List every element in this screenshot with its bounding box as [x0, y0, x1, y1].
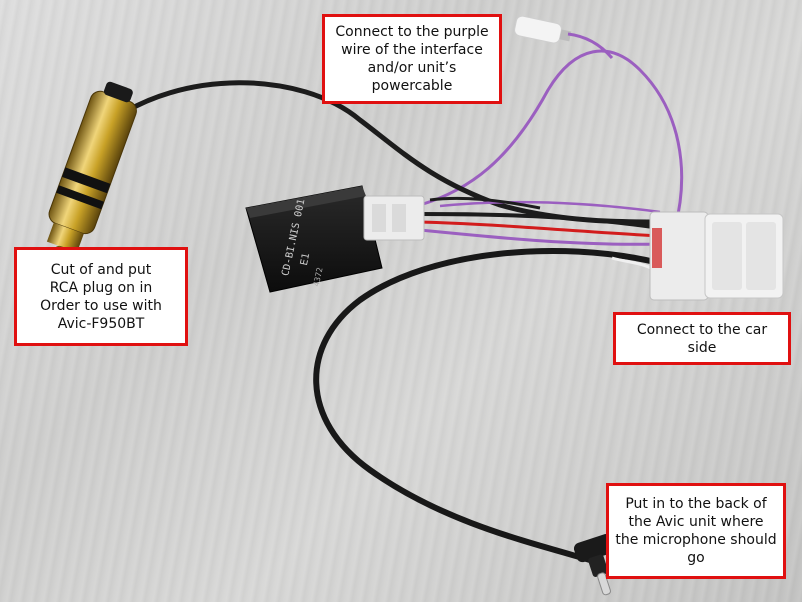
callout-purple-wire: Connect to the purple wire of the interf…: [322, 14, 502, 104]
interface-module: [245, 185, 425, 293]
callout-rca-plug: Cut of and put RCA plug on in Order to u…: [14, 247, 188, 346]
module-code-text: 4372: [312, 266, 325, 287]
microphone-cable: [313, 247, 658, 563]
callout-car-side: Connect to the car side: [613, 312, 791, 365]
bundle-red: [419, 220, 661, 238]
bundle-black: [419, 212, 661, 230]
module-badge-text: E1: [299, 252, 312, 267]
spade-terminal: [514, 15, 572, 44]
car-connector: [649, 211, 784, 301]
purple-wire: [419, 49, 684, 229]
audio-jack: [573, 533, 616, 596]
callout-microphone: Put in to the back of the Avic unit wher…: [606, 483, 786, 579]
bundle-purple: [419, 228, 661, 246]
